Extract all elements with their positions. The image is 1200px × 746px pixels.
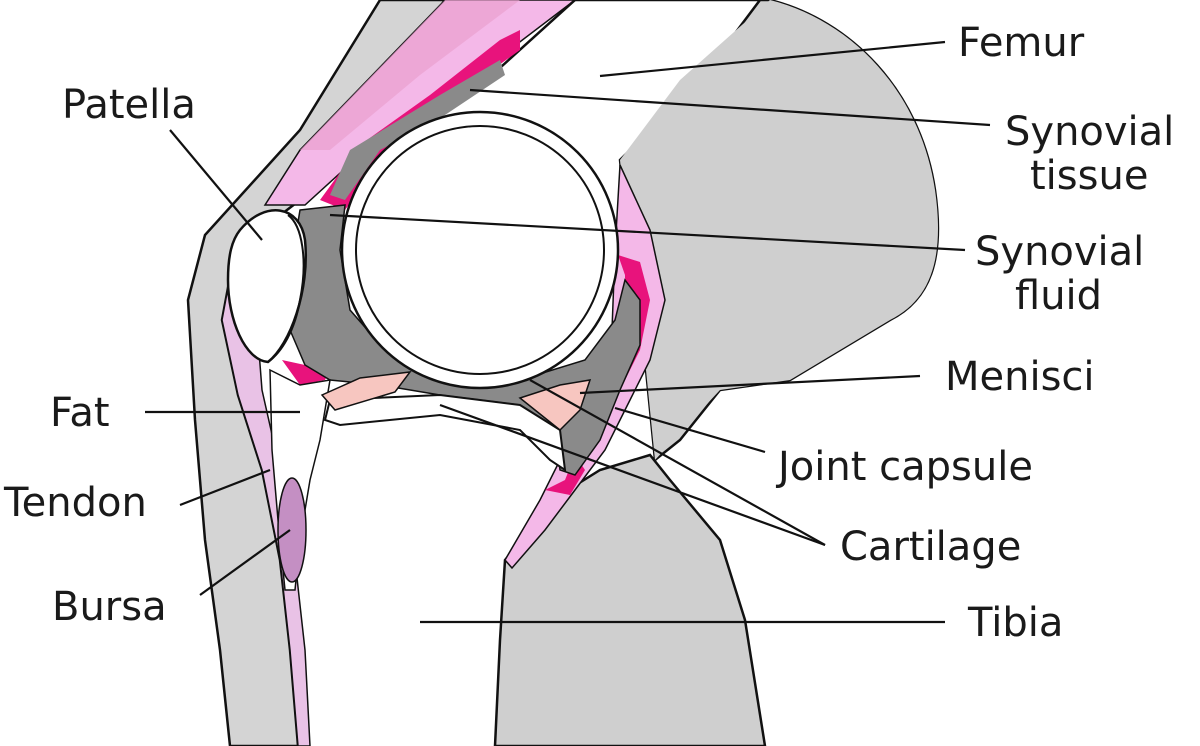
label-cartilage: Cartilage [840,524,1021,570]
label-tibia: Tibia [967,600,1063,646]
synovial-fluid-upper [330,60,505,200]
patella-cartilage [267,214,305,363]
label-synovial-fluid-line2: fluid [1015,273,1102,319]
label-bursa: Bursa [52,584,167,630]
leader-synovial-tissue [469,88,991,127]
posterior-soft-tissue [620,0,938,460]
label-synovial-tissue-line1: Synovial [1005,109,1174,155]
label-synovial-fluid: Synovial fluid [975,229,1157,319]
label-femur: Femur [958,20,1085,66]
muscle-fibres [300,0,520,150]
label-patella: Patella [62,82,196,128]
leader-synovial-fluid [329,213,966,252]
leader-tendon [179,468,271,507]
label-synovial-tissue-line2: tissue [1030,153,1148,199]
label-synovial-fluid-line1: Synovial [975,229,1144,275]
tibia-bone [493,453,767,746]
meniscus-posterior [518,379,592,432]
label-tendon: Tendon [3,480,147,526]
leader-cartilage-1 [439,403,826,547]
label-menisci: Menisci [945,354,1095,400]
bursa-sac [277,477,307,583]
leader-bursa [199,529,291,596]
leader-patella [169,129,263,241]
leader-femur [599,40,946,78]
leader-joint-capsule [614,406,766,454]
label-joint-capsule: Joint capsule [775,444,1033,490]
femoral-condyle [355,125,605,375]
label-fat: Fat [50,390,110,436]
leader-cartilage-2 [529,379,826,546]
tibial-cartilage [323,393,567,473]
label-synovial-tissue: Synovial tissue [1005,109,1187,199]
leader-menisci [579,374,921,395]
meniscus-anterior [320,371,412,411]
